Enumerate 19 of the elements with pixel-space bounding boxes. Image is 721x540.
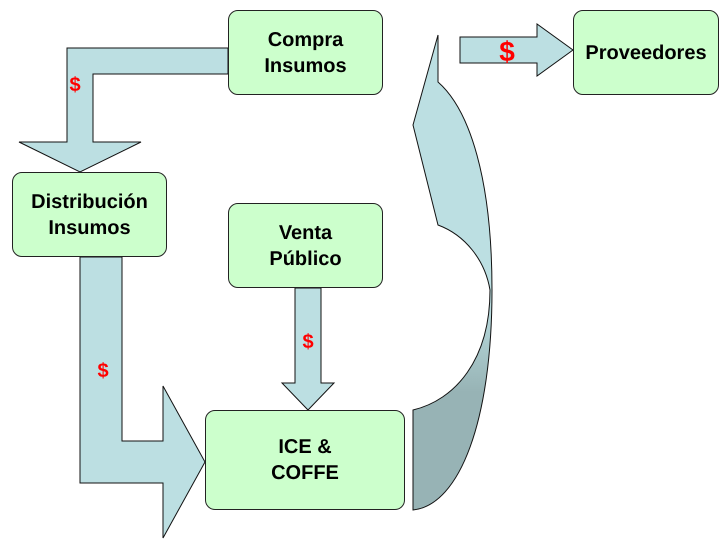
edge-label: $ — [499, 38, 515, 66]
process-box — [228, 10, 383, 95]
curved-block-arrow — [412, 34, 492, 510]
box-label: Proveedores — [585, 40, 707, 66]
box-label: Compra Insumos — [263, 28, 348, 78]
edge-label: $ — [97, 361, 109, 381]
box-label: Venta Público — [268, 220, 343, 272]
process-box — [205, 410, 405, 510]
block-arrow — [460, 23, 574, 77]
block-arrow — [18, 48, 228, 173]
process-box — [573, 10, 719, 95]
block-arrow — [280, 288, 336, 411]
edge-label: $ — [69, 75, 81, 95]
box-label: Distribución Insumos — [30, 190, 149, 240]
block-arrow — [80, 256, 206, 538]
edge-label: $ — [302, 332, 314, 352]
process-box — [12, 172, 167, 257]
box-label: ICE & COFFE — [271, 435, 339, 486]
process-box — [228, 203, 383, 288]
